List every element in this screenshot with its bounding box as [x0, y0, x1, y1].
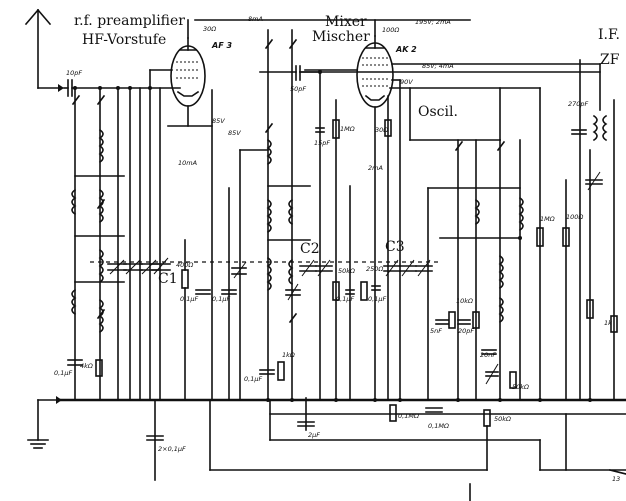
- mixer-cathode-network: [383, 95, 443, 422]
- if-label-de: ZF: [600, 52, 620, 68]
- value-2uf: 2μF: [308, 431, 321, 439]
- value-50kohm-b: 50kΩ: [512, 383, 530, 391]
- value-50pf: 50pF: [290, 85, 307, 93]
- tuning-cap-c2-label: C2: [300, 241, 320, 257]
- antenna-symbol: [24, 8, 64, 92]
- antenna-coils: [71, 87, 125, 401]
- value-250r: 250Ω: [366, 265, 384, 273]
- value-270pf: 270pF: [568, 100, 589, 108]
- value-01mohm: 0,1MΩ: [398, 412, 419, 420]
- value-20pf: 20pF: [458, 327, 475, 335]
- value-85v-4ma: 85V; 4mA: [422, 62, 454, 70]
- value-30ohm-mixer: 30Ω: [375, 126, 389, 134]
- coupling-capacitor-50pf: [259, 65, 321, 81]
- value-10kohm: 10kΩ: [456, 297, 474, 305]
- trimmer-capacitors-left: [107, 257, 171, 275]
- value-1kohm: 1kΩ: [282, 351, 295, 359]
- tuning-cap-c3-label: C3: [385, 239, 405, 255]
- value-90v: 90V: [400, 78, 413, 86]
- if-label-en: I.F.: [598, 27, 620, 43]
- value-100ohm-if: 100Ω: [566, 213, 584, 221]
- value-400r: 400Ω: [176, 261, 194, 269]
- value-10pf: 10pF: [66, 69, 83, 77]
- tube-ak2: [356, 35, 394, 401]
- value-195v: 195V; 2mA: [415, 18, 451, 26]
- ground-symbol: [27, 396, 62, 449]
- mixer-label-de: Mischer: [312, 29, 370, 45]
- rf-stage-resistors: [146, 361, 315, 481]
- rf-interstage-coils: [264, 29, 311, 401]
- value-1mohm-mixer: 1MΩ: [340, 125, 355, 133]
- value-50kohm-c: 50kΩ: [494, 415, 512, 423]
- value-01uf-f: 0,1μF: [244, 375, 263, 383]
- value-2ma: 2mA: [368, 164, 383, 172]
- value-85v-b: 85V: [228, 129, 241, 137]
- value-01mohm-b: 0,1MΩ: [428, 422, 449, 430]
- band-switch-left: [71, 94, 106, 320]
- value-85v-a: 85V: [212, 117, 225, 125]
- value-01uf-e: 0,1μF: [368, 295, 387, 303]
- c1-network: [181, 149, 269, 401]
- value-50kohm: 50kΩ: [338, 267, 356, 275]
- value-13-terminal: 13: [612, 475, 621, 483]
- value-8ma: 8mA: [248, 15, 263, 23]
- value-20nf: 20nF: [480, 351, 497, 359]
- value-01uf-a: 0,1μF: [180, 295, 199, 303]
- cathode-network-left: [67, 359, 103, 377]
- value-1k-if: 1k: [604, 319, 612, 327]
- value-01uf-c: 0,1μF: [54, 369, 73, 377]
- tuning-cap-c1-label: C1: [158, 271, 178, 287]
- value-2x01uf: 2×0,1μF: [158, 445, 186, 453]
- if-section: [469, 59, 626, 501]
- value-01uf-b: 0,1μF: [212, 295, 231, 303]
- tube-ak2-label: AK 2: [396, 45, 417, 54]
- oscillator-section: [209, 87, 524, 471]
- rf-stage-trimmers: [285, 259, 333, 301]
- value-01uf-d: 0,1μF: [336, 295, 355, 303]
- mixer-grid-network: [315, 71, 381, 401]
- value-1mohm-if: 1MΩ: [540, 215, 555, 223]
- oscillator-label: Oscil.: [418, 104, 458, 120]
- mixer-label-en: Mixer: [325, 14, 367, 30]
- value-15pf: 15pF: [314, 139, 331, 147]
- junction-dots: [73, 70, 592, 402]
- value-5nf: 5nF: [430, 327, 442, 335]
- rf-preamp-label-en: r.f. preamplifier: [74, 13, 185, 29]
- ground-drops: [269, 399, 541, 471]
- tube-af3: [170, 37, 206, 127]
- value-30r-top: 30Ω: [203, 25, 217, 33]
- input-coupling-capacitor: [63, 79, 181, 97]
- trimmer-columns-left: [117, 87, 161, 401]
- value-4kohm: 4kΩ: [80, 362, 93, 370]
- tube-af3-label: AF 3: [212, 41, 233, 50]
- rf-preamp-label-de: HF-Vorstufe: [82, 32, 167, 48]
- value-10ma: 10mA: [178, 159, 198, 167]
- value-100r: 100Ω: [382, 26, 400, 34]
